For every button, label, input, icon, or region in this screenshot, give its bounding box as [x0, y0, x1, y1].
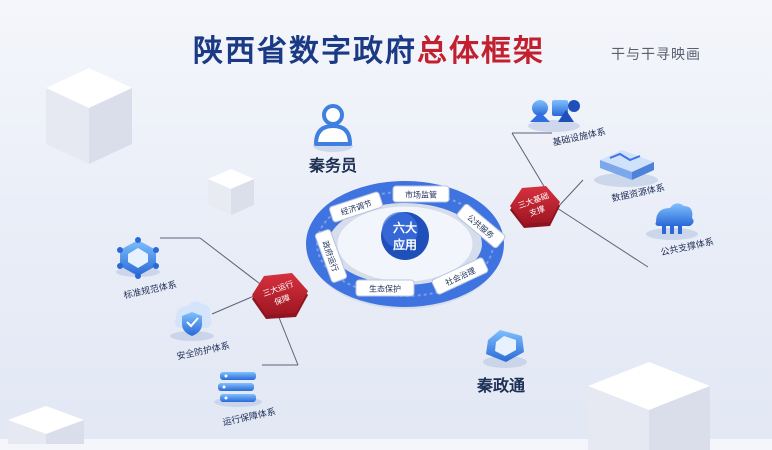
ring-tile-gov: 政府运行	[314, 229, 348, 283]
center-label-line2: 应用	[393, 237, 417, 252]
operation-support-icon	[214, 372, 262, 407]
ring-tile-market: 市场监管	[392, 185, 450, 203]
ring-tile-social: 社会治理	[431, 257, 489, 295]
app-logo-icon	[483, 330, 527, 368]
infrastructure-icon	[528, 100, 580, 132]
center-label-line1: 六大	[393, 220, 417, 235]
public-support-icon	[646, 203, 698, 240]
data-resource-icon	[594, 150, 658, 187]
security-shield-icon	[170, 301, 214, 341]
ring-label-market: 市场监管	[405, 190, 437, 200]
decor-cube-bottom-left	[8, 406, 84, 444]
person-icon	[313, 104, 353, 152]
operation-support-badge: 三大运行 保障	[252, 273, 308, 319]
ring-tile-eco: 生态保护	[355, 279, 415, 297]
ring-tile-econ: 经济调节	[329, 191, 383, 223]
title-main: 陕西省数字政府	[193, 34, 417, 69]
decor-cube-top-left	[46, 68, 132, 164]
standards-icon	[116, 237, 160, 279]
foundation-support-badge: 三大基础 支撑	[510, 186, 560, 228]
framework-diagram: 六大 应用 市场监管 经济调节 公共服务 社会治理 生态保护 政府运行 三大基础…	[116, 100, 698, 407]
page-title: 陕西省数字政府 总体框架	[193, 30, 545, 70]
decor-cube-small-left	[208, 169, 254, 215]
qinwuyuan-label: 秦务员	[309, 156, 358, 175]
watermark-text: 干与干寻映画	[611, 47, 701, 63]
qinzhengtong-label: 秦政通	[477, 376, 526, 395]
center-hub: 六大 应用	[381, 212, 429, 260]
title-highlight: 总体框架	[417, 34, 545, 69]
ring-label-eco: 生态保护	[369, 284, 401, 294]
decor-cube-bottom-right	[588, 362, 710, 450]
